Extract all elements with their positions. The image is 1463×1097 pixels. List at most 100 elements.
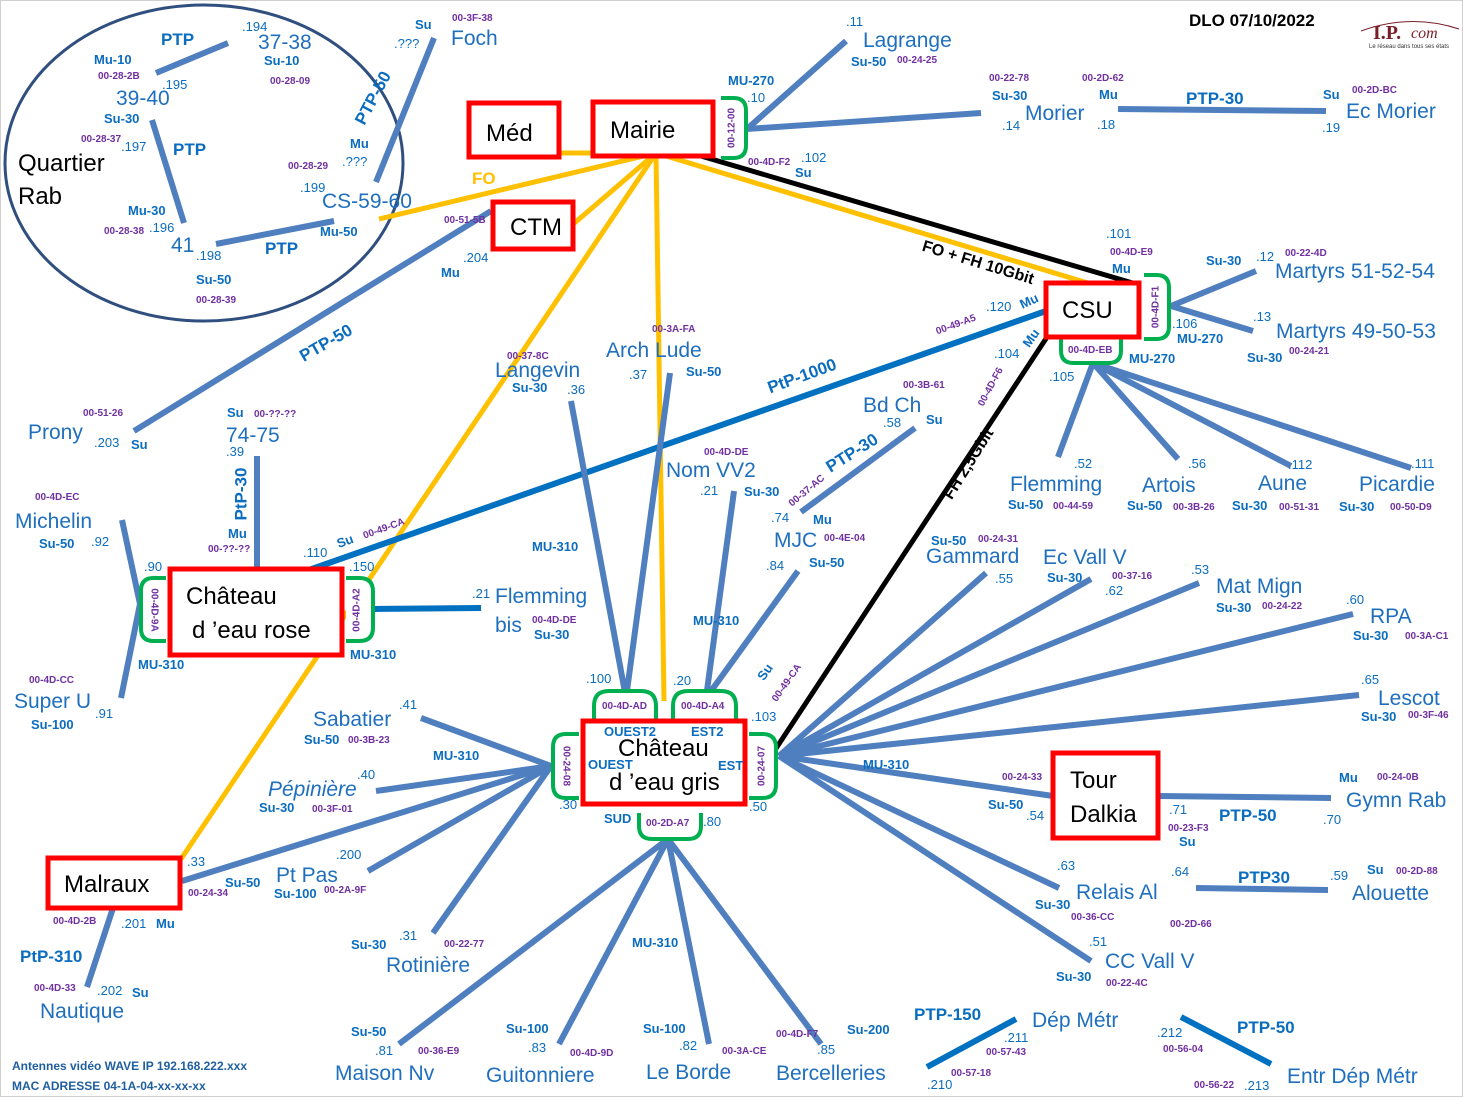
- antenna-model-label: Su-100: [31, 717, 74, 732]
- antenna-model-label: MU-310: [632, 935, 678, 950]
- site-name-label: Ec Morier: [1346, 100, 1436, 123]
- ip-suffix-label: .103: [751, 709, 776, 724]
- mac-address-label: 00-51-31: [1279, 502, 1319, 513]
- node-chateau-eau-rose[interactable]: [167, 566, 345, 658]
- site-name-label: 39-40: [116, 87, 170, 110]
- site-name-label: Langevin: [495, 359, 580, 382]
- ip-suffix-label: .74: [771, 510, 789, 525]
- site-name-label: Guitonniere: [486, 1064, 595, 1087]
- link-line: [375, 763, 552, 794]
- node-name[interactable]: Château: [186, 583, 277, 610]
- node-csu[interactable]: [1043, 280, 1142, 340]
- site-name-label: Prony: [28, 421, 83, 444]
- link-line: [665, 838, 712, 1045]
- ip-suffix-label: .58: [883, 415, 901, 430]
- link-line: [1092, 360, 1412, 471]
- antenna-model-label: Su: [1367, 862, 1384, 877]
- site-name-label: Sabatier: [313, 708, 391, 731]
- node-name[interactable]: d ’eau rose: [192, 617, 311, 644]
- antenna-model-label: MU-310: [863, 757, 909, 772]
- antenna-model-label: Su-30: [1056, 969, 1091, 984]
- ip-suffix-label: .200: [336, 847, 361, 862]
- node-chateau-eau-gris[interactable]: [580, 718, 748, 807]
- node-name[interactable]: Tour: [1070, 767, 1117, 794]
- link-type-label: PTP: [173, 140, 206, 159]
- antenna-bracket: [749, 732, 778, 800]
- node-ctm[interactable]: [490, 199, 576, 252]
- ip-suffix-label: .105: [1049, 369, 1074, 384]
- node-name[interactable]: Méd: [486, 120, 533, 147]
- antenna-model-label: Su-50: [1008, 497, 1043, 512]
- antenna-model-label: Su-30: [992, 88, 1027, 103]
- site-name-label: Morier: [1025, 102, 1085, 125]
- antenna-model-label: Su: [415, 17, 432, 32]
- ip-suffix-label: .33: [187, 854, 205, 869]
- antenna-model-label: OUEST: [588, 757, 633, 772]
- ip-suffix-label: .11: [846, 14, 863, 29]
- link-line: [777, 753, 1061, 891]
- mac-address-label: 00-28-38: [104, 226, 144, 237]
- link-type-label: PTP-150: [914, 1005, 981, 1024]
- node-name[interactable]: Malraux: [64, 871, 149, 898]
- node-name[interactable]: Mairie: [610, 117, 675, 144]
- node-tour-dalkia[interactable]: [1050, 750, 1161, 841]
- ip-suffix-label: .194: [242, 19, 267, 34]
- ip-suffix-label: .???: [394, 36, 419, 51]
- ip-suffix-label: .203: [94, 435, 119, 450]
- site-name-label: Pt Pas: [276, 864, 338, 887]
- antenna-model-label: MU-310: [138, 657, 184, 672]
- mac-address-label: 00-51-26: [83, 408, 123, 419]
- mac-address-label: 00-4D-A2: [352, 588, 363, 632]
- link-type-label: FO: [472, 169, 496, 188]
- site-name-label: Flemming: [495, 585, 587, 608]
- site-name-label: Lagrange: [863, 29, 952, 52]
- site-name-label: Martyrs 49-50-53: [1276, 320, 1436, 343]
- site-name-label: Lescot: [1378, 687, 1440, 710]
- mac-address-label: 00-37-AC: [787, 473, 827, 509]
- antenna-model-label: Su-30: [1047, 570, 1082, 585]
- site-name-label: Foch: [451, 27, 498, 50]
- antenna-model-label: Su: [754, 661, 776, 683]
- node-name[interactable]: Rab: [18, 183, 62, 210]
- site-name-label: MJC: [774, 529, 817, 552]
- ip-suffix-label: .111: [1411, 456, 1434, 471]
- node-mairie[interactable]: [590, 99, 716, 159]
- links-layer: [3, 3, 1412, 1070]
- mac-address-label: 00-50-D9: [1390, 502, 1432, 513]
- link-line: [703, 569, 801, 700]
- antenna-model-label: MU-270: [1129, 351, 1175, 366]
- strong_link-line: [305, 308, 1047, 574]
- node-name[interactable]: Château: [618, 735, 709, 762]
- antenna-model-label: Su-100: [506, 1021, 549, 1036]
- link-line: [777, 570, 988, 759]
- ip-suffix-label: .91: [95, 706, 113, 721]
- ip-suffix-label: .202: [97, 983, 122, 998]
- antenna-bracket: [551, 732, 579, 800]
- antenna-model-label: Su: [132, 985, 149, 1000]
- ip-suffix-label: .106: [1172, 316, 1197, 331]
- node-name[interactable]: d ’eau gris: [609, 769, 720, 796]
- ip-suffix-label: .63: [1057, 858, 1075, 873]
- ip-suffix-label: .211: [1004, 1030, 1028, 1045]
- antenna-model-label: MU-310: [532, 539, 578, 554]
- node-name[interactable]: Quartier: [18, 150, 105, 177]
- mac-address-label: 00-4E-04: [824, 533, 866, 544]
- antenna-model-label: Su: [131, 437, 148, 452]
- node-name[interactable]: CSU: [1062, 297, 1113, 324]
- ip-suffix-label: .104: [994, 346, 1019, 361]
- mac-address-label: 00-2D-62: [1082, 73, 1124, 84]
- ip-suffix-label: .199: [300, 180, 325, 195]
- site-name-label: Le Borde: [646, 1061, 731, 1084]
- node-name[interactable]: Dalkia: [1070, 801, 1137, 828]
- ip-suffix-label: .71: [1169, 802, 1187, 817]
- ip-suffix-label: .201: [121, 916, 146, 931]
- link-line: [1169, 268, 1258, 309]
- link-type-label: PtP-310: [20, 947, 82, 966]
- node-malraux[interactable]: [45, 855, 183, 911]
- fiber-line: [178, 151, 659, 861]
- mac-address-label: 00-24-21: [1289, 346, 1329, 357]
- node-name[interactable]: CTM: [510, 214, 562, 241]
- mac-address-label: 00-22-4C: [1106, 978, 1148, 989]
- site-name-label: Super U: [14, 690, 91, 713]
- node-med[interactable]: [466, 100, 562, 160]
